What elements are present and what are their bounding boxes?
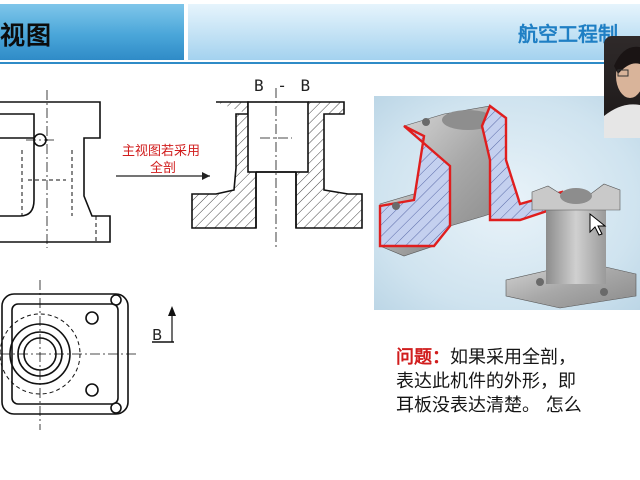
section-label: B - B xyxy=(254,76,313,95)
isometric-illustration xyxy=(374,96,640,310)
presenter-video xyxy=(604,36,640,138)
question-line2: 表达此机件的外形，即 xyxy=(396,371,576,392)
front-view-drawing xyxy=(0,90,111,248)
sectioned-part xyxy=(378,104,564,257)
section-view-drawing xyxy=(191,88,363,248)
question-text: 问题：如果采用全剖， 表达此机件的外形，即 耳板没表达清楚。 怎么 xyxy=(396,346,640,418)
external-part xyxy=(505,183,637,309)
mouse-cursor-icon xyxy=(589,212,607,236)
arrow-caption-line1: 主视图若采用 xyxy=(122,144,201,159)
question-line1: 如果采用全剖， xyxy=(450,347,576,368)
slide-title: 剖视图 xyxy=(0,21,53,50)
arrow-caption-line2: 全剖 xyxy=(150,161,177,176)
question-label: 问题： xyxy=(396,347,450,368)
header-divider xyxy=(0,62,640,64)
brand-bar xyxy=(188,4,640,60)
cut-plane-arrow xyxy=(152,306,176,343)
cut-plane-label: B xyxy=(152,326,163,344)
title-bar: 剖视图 xyxy=(0,4,184,60)
top-view-drawing xyxy=(0,280,136,430)
question-line3: 耳板没表达清楚。 怎么 xyxy=(396,395,582,416)
transform-arrow xyxy=(116,172,210,180)
brand-title: 航空工程制 xyxy=(518,22,618,46)
